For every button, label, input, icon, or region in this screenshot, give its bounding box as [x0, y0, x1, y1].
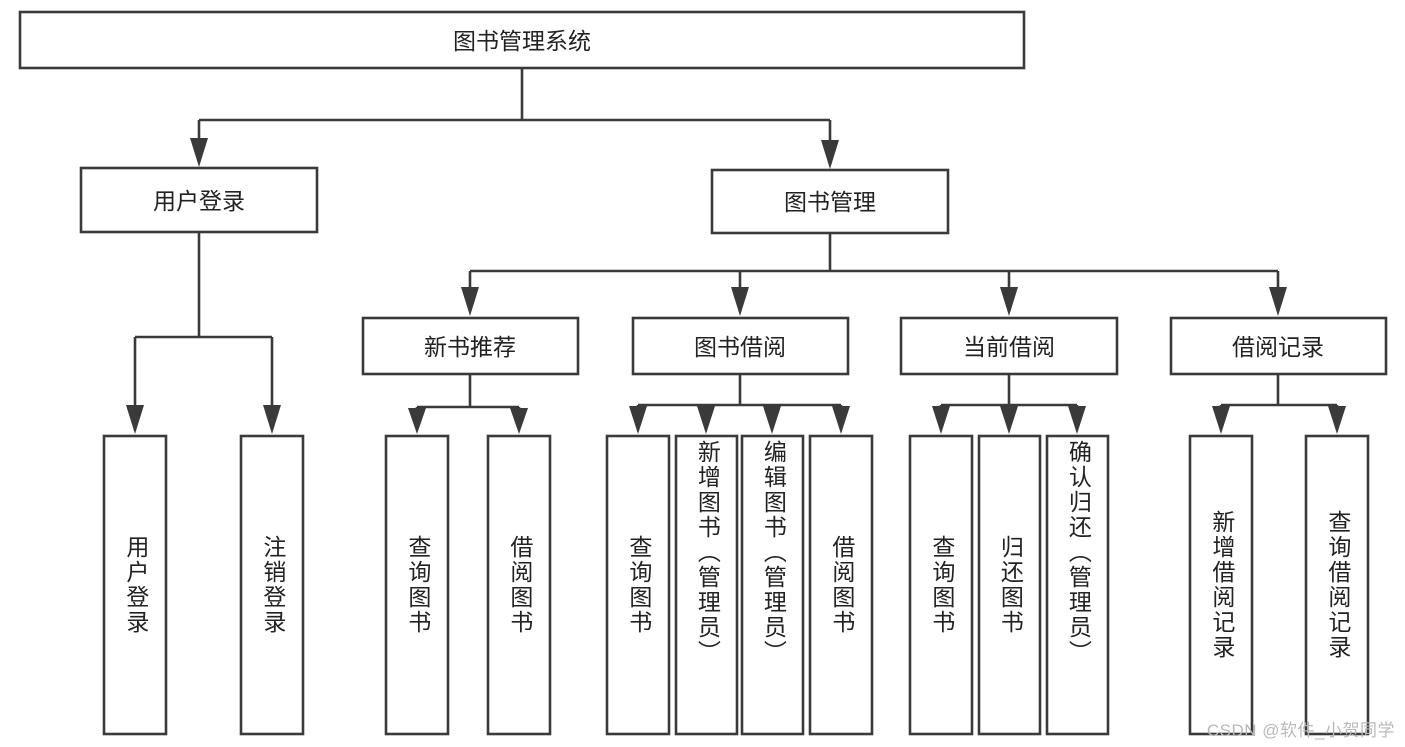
- node-borrow-record-label: 借阅记录: [1232, 334, 1324, 360]
- node-leaf-logout-box[interactable]: [239, 434, 305, 736]
- arrow-to-new-book-rec: [461, 287, 479, 316]
- arrow-to-user-login: [190, 138, 208, 167]
- arrow-to-leaf-user-login: [126, 405, 144, 434]
- arrow-to-leaf-add-record: [1212, 406, 1230, 434]
- node-root-label: 图书管理系统: [453, 28, 591, 54]
- arrow-to-borrow-record: [1269, 287, 1287, 316]
- node-book-manage[interactable]: 图书管理: [710, 168, 950, 235]
- node-leaf-edit-book-box[interactable]: [740, 434, 805, 736]
- edge-group-new-book-rec-to-leaves: [408, 374, 528, 434]
- node-leaf-query-book-1-box[interactable]: [384, 434, 450, 736]
- node-book-borrow-label: 图书借阅: [694, 334, 786, 360]
- node-leaf-return-book-box[interactable]: [977, 434, 1042, 736]
- node-new-book-rec-label: 新书推荐: [424, 334, 516, 360]
- node-leaf-query-book-2-box[interactable]: [605, 434, 671, 736]
- node-book-borrow[interactable]: 图书借阅: [631, 316, 850, 376]
- node-new-book-rec-box[interactable]: [361, 316, 580, 376]
- node-borrow-record-box[interactable]: [1169, 316, 1388, 376]
- arrow-to-leaf-borrow-book-2: [832, 406, 850, 434]
- arrow-to-book-manage: [821, 140, 839, 169]
- node-user-login-box[interactable]: [79, 166, 319, 234]
- node-leaf-confirm-return-box[interactable]: [1045, 434, 1110, 736]
- arrow-to-leaf-add-book: [697, 406, 715, 434]
- node-root[interactable]: 图书管理系统: [18, 10, 1026, 70]
- node-current-borrow-label: 当前借阅: [963, 334, 1055, 360]
- arrow-to-book-borrow: [731, 287, 749, 316]
- node-leaf-add-book-box[interactable]: [674, 434, 739, 736]
- edge-group-book-manage-to-level2: [461, 233, 1287, 316]
- node-leaf-query-book-3-box[interactable]: [908, 434, 974, 736]
- arrow-to-leaf-query-record: [1328, 406, 1346, 434]
- node-leaf-borrow-book-1-box[interactable]: [486, 434, 552, 736]
- node-user-login[interactable]: 用户登录: [79, 166, 319, 234]
- node-book-borrow-box[interactable]: [631, 316, 850, 376]
- arrow-to-leaf-confirm-return: [1068, 406, 1086, 434]
- arrow-to-current-borrow: [1000, 287, 1018, 316]
- node-book-manage-label: 图书管理: [784, 189, 876, 215]
- arrow-to-leaf-edit-book: [763, 406, 781, 434]
- node-leaf-borrow-book-2-box[interactable]: [808, 434, 874, 736]
- node-leaf-user-login-box[interactable]: [102, 434, 168, 736]
- arrow-to-leaf-return-book: [1000, 406, 1018, 434]
- node-current-borrow[interactable]: 当前借阅: [899, 316, 1119, 376]
- edge-group-borrow-record-to-leaves: [1212, 374, 1346, 434]
- node-leaf-query-record-box[interactable]: [1304, 434, 1370, 736]
- arrow-to-leaf-query-book-3: [932, 406, 950, 434]
- node-book-manage-box[interactable]: [710, 168, 950, 235]
- edge-group-root-to-level1: [190, 68, 839, 169]
- node-new-book-rec[interactable]: 新书推荐: [361, 316, 580, 376]
- arrow-to-leaf-query-book-1: [408, 408, 426, 434]
- arrow-to-leaf-borrow-book-1: [510, 408, 528, 434]
- node-current-borrow-box[interactable]: [899, 316, 1119, 376]
- edge-group-book-borrow-to-leaves: [629, 374, 850, 434]
- node-borrow-record[interactable]: 借阅记录: [1169, 316, 1388, 376]
- edge-group-current-borrow-to-leaves: [932, 374, 1086, 434]
- node-user-login-label: 用户登录: [153, 188, 245, 214]
- node-leaf-add-record-box[interactable]: [1188, 434, 1254, 736]
- arrow-to-leaf-query-book-2: [629, 406, 647, 434]
- node-root-box[interactable]: [18, 10, 1026, 70]
- arrow-to-leaf-logout: [263, 405, 281, 434]
- edge-group-user-login-to-leaves: [126, 232, 281, 434]
- csdn-watermark: CSDN @软件_小贺同学: [1206, 721, 1395, 740]
